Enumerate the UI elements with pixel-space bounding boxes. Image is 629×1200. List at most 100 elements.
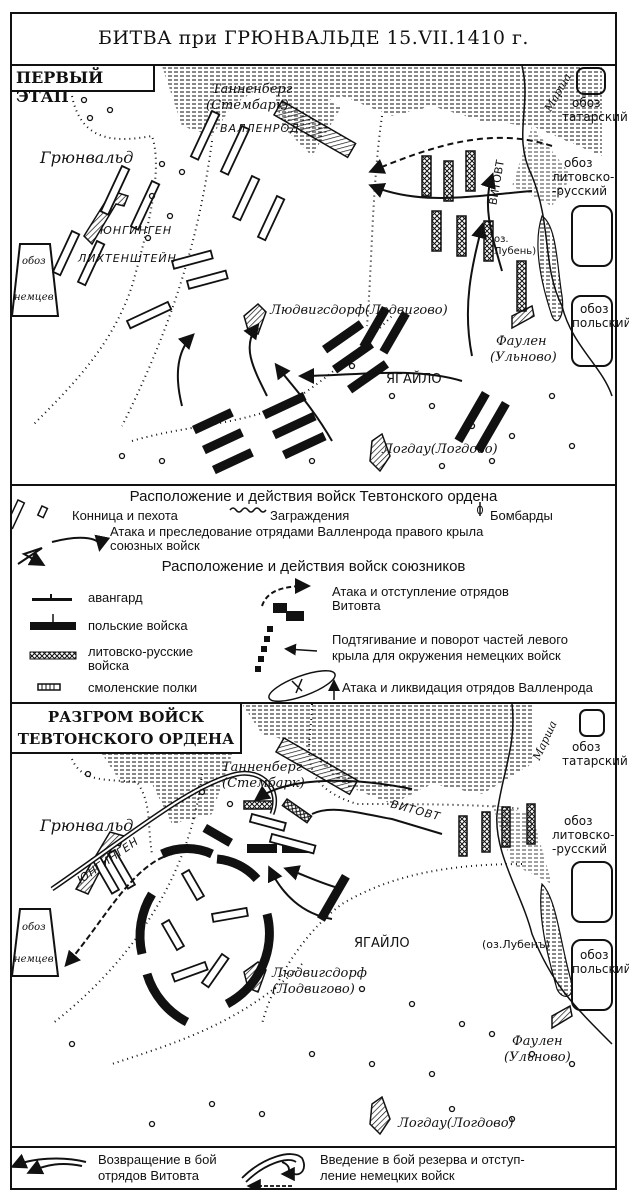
forest-hatching: [102, 704, 552, 884]
map-first-stage-canvas: [12, 66, 613, 475]
legend-wallenrod-attack-2: союзных войск: [110, 538, 200, 553]
woodland-markers: [80, 96, 576, 470]
label-logdau: Логдау(Логдово): [382, 442, 498, 457]
camp-polish-line2: польский: [572, 962, 629, 976]
camp-lit-line1: обоз: [564, 814, 593, 828]
divider-map2-legend: [10, 1146, 617, 1148]
vytautas-return-icon: [12, 1153, 87, 1175]
camp-german-line2: немцев: [14, 954, 54, 965]
label-ludwigsdorf: Людвигсдорф(Лодвигово): [270, 303, 448, 318]
label-tannenberg-alt: (Стембарк): [222, 776, 305, 791]
map-final-stage: РАЗГРОМ ВОЙСК ТЕВТОНСКОГО ОРДЕНА Танненб…: [10, 702, 629, 1146]
divider-legend-map2: [10, 702, 617, 704]
legend-barriers: Заграждения: [270, 508, 350, 523]
wallenrod-attack-icon: [17, 534, 111, 566]
label-jagiello: ЯГАЙЛО: [354, 936, 410, 951]
label-wallenrod: ВАЛЛЕНРОД: [220, 122, 300, 135]
left-wing-icon: [255, 626, 273, 672]
legend2-symbols: [12, 1153, 305, 1188]
label-grunwald: Грюнвальд: [40, 816, 134, 835]
smolensk-icon: [37, 683, 61, 691]
camp-german-line1: обоз: [22, 256, 46, 267]
cavalry-infantry-icon: [12, 499, 49, 530]
legend-first-stage: Расположение и действия войск Тевтонског…: [12, 486, 615, 702]
camp-lit-line2: литовско-: [552, 170, 615, 184]
camp-lit-line2: литовско-: [552, 828, 615, 842]
polish-troops-icon: [30, 614, 76, 630]
map-title: БИТВА при ГРЮНВАЛЬДЕ 15.VII.1410 г.: [10, 12, 617, 66]
vytautas-attack-icon: [261, 578, 311, 621]
map-final-stage-canvas: [12, 704, 613, 1136]
camp-german-shape: [12, 243, 60, 317]
label-ludwigsdorf: Людвигсдорф: [272, 966, 367, 981]
villages: [74, 736, 573, 1136]
camp-lit-shape: [571, 861, 613, 923]
legend-lit-rus-troops-2: войска: [88, 658, 129, 673]
legend-vytautas-attack: Атака и отступление отрядов: [332, 584, 509, 599]
camp-tatar-line2: татарский: [562, 110, 628, 124]
wallenrod-liquidation-icon: [268, 670, 340, 702]
stage-label-final-line2: ТЕВТОНСКОГО ОРДЕНА: [17, 730, 235, 748]
camp-german-shape: [12, 908, 60, 977]
stage-label-final: РАЗГРОМ ВОЙСК ТЕВТОНСКОГО ОРДЕНА: [10, 702, 242, 754]
camp-lit-line3: -русский: [552, 842, 608, 856]
legend-vanguard: авангард: [88, 590, 143, 605]
movement-arrows: [176, 136, 553, 442]
polish-units: [192, 306, 510, 475]
camp-polish-shape: [571, 939, 613, 1011]
camp-lit-shape: [571, 205, 613, 267]
camp-polish-line1: обоз: [580, 302, 609, 316]
roads: [31, 95, 393, 442]
legend-smolensk: смоленские полки: [88, 680, 198, 695]
legend-left-wing-2: крыла для окружения немецких войск: [332, 648, 561, 663]
camp-german-line2: немцев: [14, 292, 54, 303]
map-frame: [10, 12, 617, 1190]
camp-tatar-line1: обоз: [572, 740, 601, 754]
label-jagiello: ЯГАЙЛО: [386, 372, 442, 387]
legend-left-wing: Подтягивание и поворот частей левого: [332, 632, 568, 647]
camp-polish-line2: польский: [572, 316, 629, 330]
legend-allies-heading: Расположение и действия войск союзников: [161, 558, 466, 575]
camp-tatar-shape: [576, 67, 606, 95]
reserve-retreat-icon: [241, 1153, 305, 1188]
label-lake: (оз.Лубенъ): [482, 938, 550, 951]
label-tannenberg: Танненберг: [212, 82, 293, 97]
vanguard-icon: [32, 594, 72, 601]
label-ludwigsdorf-alt: (Лодвигово): [272, 982, 355, 997]
label-lake-name: Лубень): [494, 246, 537, 257]
legend-polish-troops: польские войска: [88, 618, 188, 633]
roads: [51, 704, 523, 1065]
label-tannenberg-alt: (Стембарк): [206, 98, 289, 113]
legend-symbols: [12, 499, 483, 702]
camp-german-line1: обоз: [22, 922, 46, 933]
divider-map1-legend: [10, 484, 617, 486]
lake: [537, 215, 564, 322]
camp-tatar-line1: обоз: [572, 96, 601, 110]
encirclement-polish: [135, 844, 274, 1027]
camp-lit-line1: обоз: [564, 156, 593, 170]
legend-teutonic-heading: Расположение и действия войск Тевтонског…: [129, 488, 498, 505]
camp-tatar-line2: татарский: [562, 754, 628, 768]
legend-lit-rus-troops: литовско-русские: [88, 644, 194, 659]
legend-vytautas-return: Возвращение в бой: [98, 1152, 217, 1167]
legend-wallenrod-attack: Атака и преследование отрядами Валленрод…: [110, 524, 484, 539]
bombard-icon: [477, 502, 483, 516]
barriers-icon: [229, 507, 267, 513]
label-faulen-alt: (Ульново): [504, 1050, 571, 1065]
label-lake: оз.: [494, 234, 509, 245]
woodland-markers: [68, 770, 576, 1128]
label-lichtenstein: ЛИХТЕНШТЕЙН: [78, 252, 177, 265]
left-wing-arrow-icon: [284, 643, 318, 656]
map-first-stage: ПЕРВЫЙ ЭТАП Танненберг (Стембарк) ВАЛЛЕН…: [10, 64, 629, 484]
lit-rus-units: [421, 150, 527, 312]
legend-cavalry-infantry: Конница и пехота: [72, 508, 178, 523]
legend-final-stage: Возвращение в бой отрядов Витовта Введен…: [12, 1148, 615, 1188]
lit-rus-troops-icon: [29, 651, 77, 660]
camp-lit-line3: -русский: [552, 184, 608, 198]
label-logdau: Логдау(Логдово): [398, 1116, 514, 1131]
label-faulen-alt: (Ульново): [490, 350, 557, 365]
legend-wallenrod-liquidation: Атака и ликвидация отрядов Валленрода: [342, 680, 593, 695]
stage-label-first: ПЕРВЫЙ ЭТАП: [10, 64, 155, 106]
label-grunwald: Грюнвальд: [40, 148, 134, 167]
label-faulen: Фаулен: [496, 334, 547, 349]
